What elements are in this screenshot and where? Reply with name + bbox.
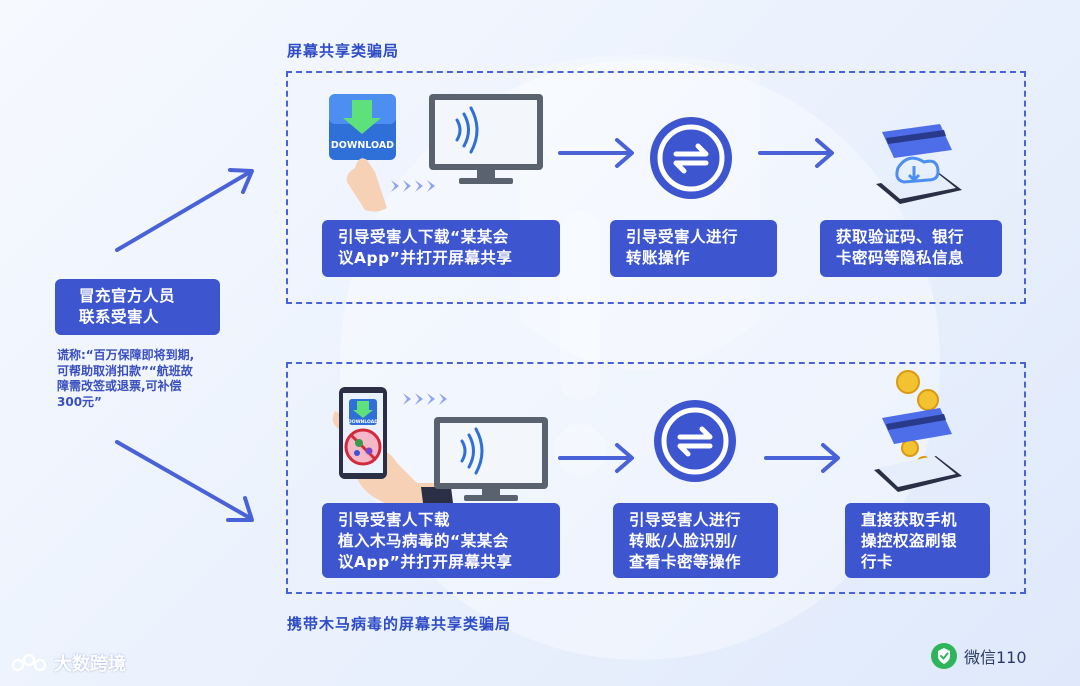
top-step2-box: 引导受害人进行 转账操作 xyxy=(610,220,777,277)
virus-phone-icon: DOWNLOAD xyxy=(332,387,453,503)
bottom-step1-line-1: 引导受害人下载 xyxy=(338,511,451,529)
bank-card-phone-icon xyxy=(876,124,962,204)
claim-line-2: 可帮助取消扣款”“航班故 xyxy=(57,363,193,378)
bottom-step2-line-3: 查看卡密等操作 xyxy=(629,553,742,571)
arrow-right-icon xyxy=(558,138,634,168)
transfer-icon xyxy=(654,400,736,482)
start-line-2: 联系受害人 xyxy=(79,308,160,326)
bottom-step2-box: 引导受害人进行 转账/人脸识别/ 查看卡密等操作 xyxy=(613,503,778,578)
start-line-1: 冒充官方人员 xyxy=(79,287,176,305)
arrow-right-icon xyxy=(558,443,634,473)
transfer-icon xyxy=(650,117,732,199)
bottom-step3-line-3: 行卡 xyxy=(861,553,894,571)
bottom-step3-line-2: 操控权盗刷银 xyxy=(861,532,958,550)
arrow-up-line xyxy=(115,170,252,252)
bottom-step3-box: 直接获取手机 操控权盗刷银 行卡 xyxy=(845,503,990,578)
footer-left-brand: 大数跨境 xyxy=(10,650,126,676)
arrow-down-line xyxy=(115,440,252,520)
top-flow-frame xyxy=(286,71,1026,304)
phone-download-label: DOWNLOAD xyxy=(348,419,378,425)
footer-right-brand: 微信110 xyxy=(930,642,1027,670)
claim-line-4: 300元” xyxy=(57,394,102,409)
monitor-share-icon xyxy=(434,417,548,501)
arrow-down-head xyxy=(226,496,254,522)
coins-card-phone-icon xyxy=(874,370,962,492)
claim-line-1: 谎称:“百万保障即将到期, xyxy=(57,348,195,362)
arrow-up-head xyxy=(228,168,254,194)
top-step2-line-2: 转账操作 xyxy=(626,249,691,267)
monitor-share-icon xyxy=(429,94,543,184)
left-brand-text: 大数跨境 xyxy=(54,654,126,675)
bottom-step2-line-2: 转账/人脸识别/ xyxy=(629,532,738,550)
bottom-section-title: 携带木马病毒的屏幕共享类骗局 xyxy=(287,615,512,633)
claim-text: 谎称:“百万保障即将到期, 可帮助取消扣款”“航班故 障需改签或退票,可补偿 3… xyxy=(57,348,194,410)
top-step3-line-1: 获取验证码、银行 xyxy=(836,228,965,246)
bottom-step1-line-2: 植入木马病毒的“某某会 xyxy=(338,532,509,550)
top-step2-line-1: 引导受害人进行 xyxy=(626,228,739,246)
top-step1-line-2: 议App”并打开屏幕共享 xyxy=(338,249,513,267)
bottom-step2-line-1: 引导受害人进行 xyxy=(629,511,742,529)
wechat110-logo-icon xyxy=(931,643,957,669)
arrow-right-icon xyxy=(758,138,834,168)
top-step3-line-2: 卡密码等隐私信息 xyxy=(836,249,965,267)
top-step1-line-1: 引导受害人下载“某某会 xyxy=(338,228,509,246)
claim-line-3: 障需改签或退票,可补偿 xyxy=(57,379,182,393)
arrow-right-icon xyxy=(764,443,840,473)
branch-arrows xyxy=(115,168,254,522)
start-box: 冒充官方人员 联系受害人 xyxy=(55,279,220,335)
bottom-flow-frame xyxy=(286,362,1026,594)
bottom-step3-line-1: 直接获取手机 xyxy=(861,511,958,529)
download-label: DOWNLOAD xyxy=(331,140,394,151)
top-step1-box: 引导受害人下载“某某会 议App”并打开屏幕共享 xyxy=(322,220,560,277)
download-icon: DOWNLOAD xyxy=(329,94,435,212)
top-section-title: 屏幕共享类骗局 xyxy=(287,42,400,60)
brand-logo-icon xyxy=(11,653,47,672)
top-step3-box: 获取验证码、银行 卡密码等隐私信息 xyxy=(820,220,1002,277)
bottom-step1-box: 引导受害人下载 植入木马病毒的“某某会 议App”并打开屏幕共享 xyxy=(322,503,560,578)
bottom-step1-line-3: 议App”并打开屏幕共享 xyxy=(338,553,513,571)
right-brand-text: 微信110 xyxy=(964,648,1027,667)
